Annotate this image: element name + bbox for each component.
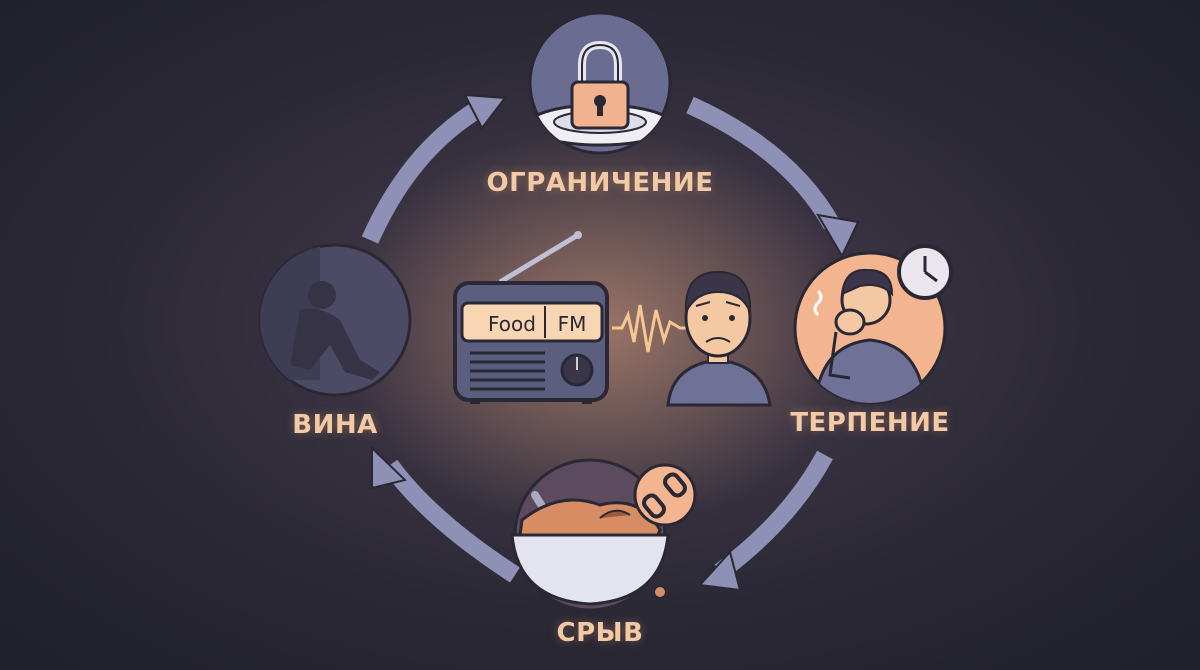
arrow-top-right xyxy=(686,96,840,230)
speaker-grille xyxy=(470,351,545,391)
stage-guilt-illustration xyxy=(258,243,412,397)
clock-icon xyxy=(897,244,953,300)
arrowhead-left-top xyxy=(463,93,507,130)
radio-icon xyxy=(453,231,609,404)
stage-breakdown-illustration xyxy=(510,458,697,612)
sound-wave-icon xyxy=(612,304,690,353)
stage-label-restriction: ОГРАНИЧЕНИЕ xyxy=(486,168,714,198)
bowl-icon xyxy=(510,498,670,606)
stage-label-guilt: ВИНА xyxy=(292,410,378,440)
radio-display-word-2: FM xyxy=(558,312,587,336)
radio-display-word-1: Food xyxy=(488,312,536,336)
arrowhead-right-bottom xyxy=(697,549,742,592)
arrow-heads xyxy=(371,93,860,592)
arrowhead-top-right xyxy=(816,213,860,259)
lock-icon xyxy=(570,40,630,130)
stage-label-breakdown: СРЫВ xyxy=(556,618,644,648)
arrowhead-bottom-left xyxy=(371,445,407,490)
arrow-left-top xyxy=(361,100,485,244)
arrow-right-bottom xyxy=(714,450,833,580)
radio-display xyxy=(460,301,604,343)
stage-restriction-illustration xyxy=(528,11,672,155)
worried-person xyxy=(666,270,772,407)
stage-patience-illustration xyxy=(793,244,953,405)
stage-label-patience: ТЕРПЕНИЕ xyxy=(790,408,950,438)
broken-chain-icon xyxy=(633,463,697,527)
